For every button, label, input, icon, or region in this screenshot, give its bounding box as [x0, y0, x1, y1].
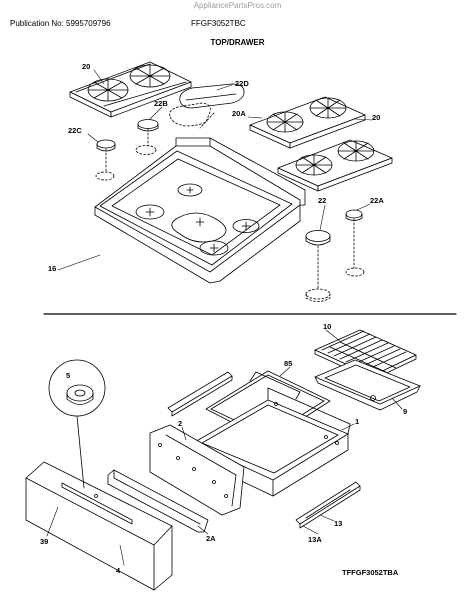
callout-22a: 22A [370, 196, 384, 205]
callout-2: 2 [178, 419, 183, 428]
burner-cap-22 [305, 230, 331, 246]
grate-right-rear [249, 96, 366, 149]
drawer-rail-side [295, 481, 361, 529]
callout-2a: 2A [206, 534, 216, 543]
callout-5: 5 [66, 371, 71, 380]
grate-right-front [277, 139, 393, 192]
callout-22b: 22B [154, 99, 168, 108]
callout-16: 16 [48, 264, 57, 273]
drawer-back-panel [149, 424, 245, 516]
callout-22: 22 [318, 196, 327, 205]
leader-lines [46, 69, 403, 566]
callout-13: 13 [334, 519, 343, 528]
grate-left [69, 61, 192, 118]
drawer-rail-rear [167, 371, 233, 417]
callout-85: 85 [284, 359, 293, 368]
callout-1: 1 [355, 417, 360, 426]
burner-bases-dashed [95, 112, 365, 291]
callout-22d: 22D [235, 79, 249, 88]
cooktop-main [94, 137, 306, 284]
callout-13a: 13A [308, 535, 322, 544]
drawer-front [25, 461, 173, 591]
callout-20-right: 20 [372, 113, 381, 122]
callout-10: 10 [323, 322, 332, 331]
model-number: FFGF3052TBC [191, 19, 246, 28]
broiler-pan [314, 359, 421, 411]
knob-callout [48, 359, 106, 489]
diagram-code: TFFGF3052TBA [342, 568, 399, 577]
callout-22c: 22C [68, 126, 82, 135]
publication-number: Publication No: 5995709796 [10, 19, 111, 28]
burner-base-22 [305, 288, 331, 302]
center-cover [169, 83, 245, 127]
drawer-front-inner [107, 469, 209, 533]
callout-9: 9 [403, 407, 408, 416]
burner-cap-22c [96, 139, 116, 152]
callout-20-left: 20 [82, 62, 91, 71]
section-title: TOP/DRAWER [210, 38, 265, 47]
callout-39: 39 [40, 537, 49, 546]
watermark-text: AppliancePartsPros.com [193, 1, 282, 10]
callout-4: 4 [116, 566, 121, 575]
callout-20a: 20A [232, 109, 246, 118]
